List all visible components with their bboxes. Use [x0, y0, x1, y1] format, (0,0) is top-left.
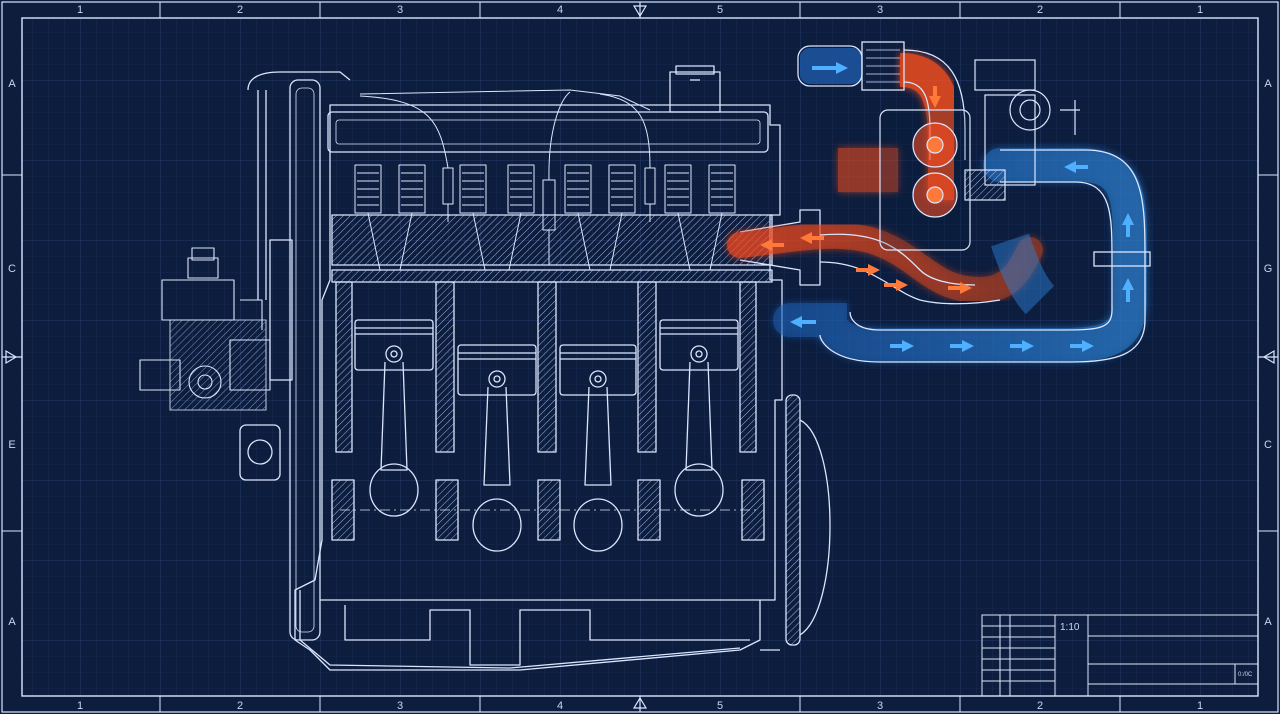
- zone-label: 1: [77, 700, 83, 712]
- zone-label: C: [8, 263, 16, 275]
- zone-label: 3: [397, 4, 403, 16]
- arrow-icon: [1122, 213, 1134, 237]
- zone-labels-top: 1 2 3 4 5 3 2 1: [77, 4, 1203, 16]
- zone-label: 2: [237, 4, 243, 16]
- turbocharger: [879, 59, 1080, 251]
- piston: [659, 319, 739, 517]
- arrow-icon: [760, 239, 784, 251]
- arrow-icon: [1070, 340, 1094, 352]
- hot-flow-arrows: [760, 86, 972, 294]
- arrow-icon: [1064, 161, 1088, 173]
- zone-labels-right: A G C A: [1264, 78, 1273, 628]
- pistons: [354, 319, 739, 552]
- zone-label: A: [1264, 616, 1272, 628]
- cylinder-block: [331, 269, 773, 453]
- arrow-icon: [890, 340, 914, 352]
- flywheel: [760, 394, 831, 651]
- arrow-icon: [884, 279, 908, 291]
- valve-stems: [367, 212, 723, 271]
- arrow-icon: [856, 264, 880, 276]
- cylinder-head: [331, 214, 773, 266]
- piston: [354, 319, 434, 517]
- zone-label: 2: [237, 700, 243, 712]
- zone-label: 5: [717, 4, 723, 16]
- piston: [559, 344, 637, 552]
- arrow-icon: [790, 316, 816, 328]
- zone-label: A: [1264, 78, 1272, 90]
- zone-label: 2: [1037, 4, 1043, 16]
- cold-flow-arrows: [790, 62, 1134, 352]
- zone-label: 3: [877, 700, 883, 712]
- piston: [457, 344, 537, 552]
- zone-label: 4: [557, 4, 563, 16]
- zone-label: 1: [77, 4, 83, 16]
- crankshaft: [331, 479, 765, 541]
- zone-label: 1: [1197, 700, 1203, 712]
- scale-label: 1:10: [1060, 622, 1080, 633]
- arrow-icon: [948, 282, 972, 294]
- engine-cutaway-icon: [139, 65, 831, 671]
- zone-label: 2: [1037, 700, 1043, 712]
- oil-pan: [299, 590, 760, 669]
- arrow-icon: [950, 340, 974, 352]
- zone-label: C: [1264, 439, 1272, 451]
- zone-label: 1: [1197, 4, 1203, 16]
- timing-belt: [239, 71, 351, 641]
- zone-labels-left: A C E A: [8, 78, 16, 628]
- arrow-icon: [1122, 278, 1134, 302]
- zone-label: A: [8, 616, 16, 628]
- arrow-icon: [1010, 340, 1034, 352]
- zone-label: 4: [557, 700, 563, 712]
- zone-label: E: [8, 439, 15, 451]
- arrow-icon: [929, 86, 941, 108]
- fuel-pump: [139, 247, 271, 411]
- zone-label: 5: [717, 700, 723, 712]
- engine-block-outline: [294, 104, 783, 671]
- zone-label: 3: [397, 700, 403, 712]
- zone-label: A: [8, 78, 16, 90]
- turbo-piping: [797, 41, 1151, 363]
- zone-label: 3: [877, 4, 883, 16]
- arrow-icon: [812, 62, 848, 74]
- arrow-icon: [800, 232, 824, 244]
- spark-plugs: [359, 89, 656, 265]
- valve-cover: [327, 65, 769, 153]
- sheet-code: 0:/0C: [1238, 672, 1253, 678]
- zone-label: G: [1264, 263, 1273, 275]
- title-block: [981, 614, 1259, 697]
- zone-labels-bottom: 1 2 3 4 5 3 2 1: [77, 700, 1203, 712]
